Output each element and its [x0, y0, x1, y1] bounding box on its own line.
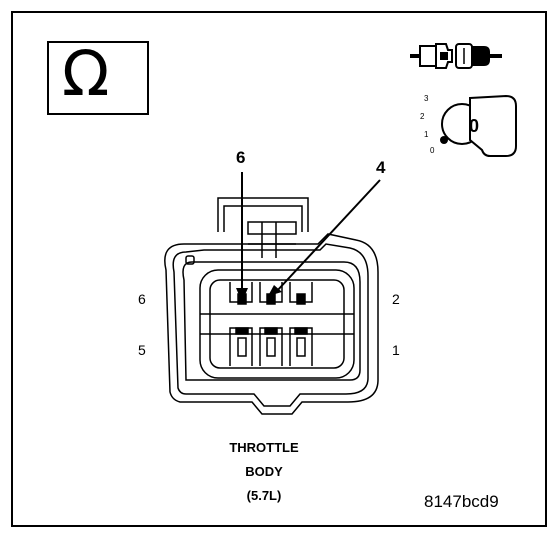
ohm-symbol: Ω	[62, 37, 110, 110]
callout-label-left: 6	[236, 148, 246, 167]
cavity-number-top-left: 6	[138, 291, 146, 307]
ignition-key-label: 0	[469, 116, 480, 136]
ignition-position-2: 2	[420, 112, 425, 121]
ignition-position-0: 0	[430, 146, 435, 155]
figure-border	[11, 11, 547, 527]
caption-line-1: THROTTLE	[229, 440, 299, 455]
connector-unplugged-icon	[410, 43, 502, 69]
caption-line-2: BODY	[245, 464, 283, 479]
ignition-position-3: 3	[424, 94, 429, 103]
callout-label-right: 4	[376, 158, 386, 177]
ignition-key-icon	[440, 94, 517, 157]
cavity-number-bottom-right: 1	[392, 342, 400, 358]
cavity-number-bottom-left: 5	[138, 342, 146, 358]
figure-code: 8147bcd9	[424, 492, 499, 511]
ohm-meter-icon	[47, 41, 149, 115]
caption-line-3: (5.7L)	[246, 488, 282, 503]
callout-arrow-left	[236, 172, 248, 302]
cavity-number-top-right: 2	[392, 291, 400, 307]
connector-housing	[164, 197, 379, 415]
ignition-position-1: 1	[424, 130, 429, 139]
